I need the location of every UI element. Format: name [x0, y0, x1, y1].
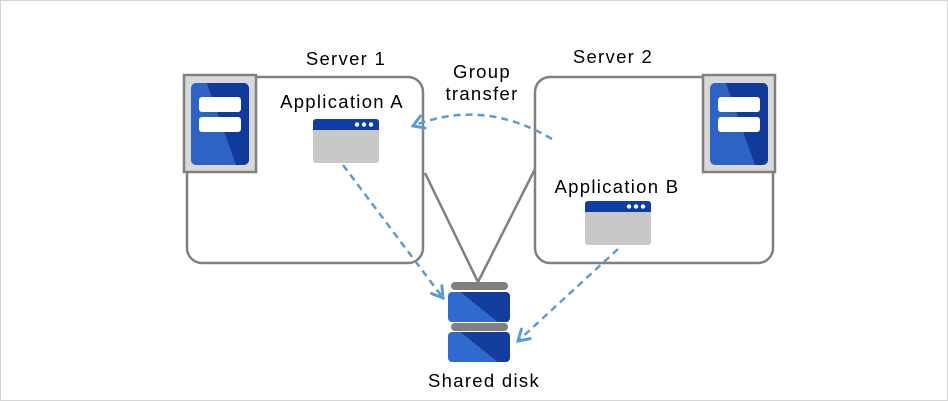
group-transfer-label-line1: Group: [453, 61, 511, 82]
server2-label: Server 2: [573, 46, 653, 67]
server2-group: Server 2 Application B: [533, 46, 777, 265]
window-dot: [633, 204, 639, 209]
group-transfer-arrow: [410, 113, 553, 141]
application-a-window-icon: [313, 119, 379, 163]
shared-disk-label: Shared disk: [428, 370, 540, 391]
application-b-label: Application B: [555, 176, 680, 197]
server1-group: Server 1 Application A: [182, 48, 425, 265]
disk-cap: [451, 282, 508, 290]
server-tower-slot: [199, 117, 241, 132]
server-tower-slot: [718, 97, 760, 112]
application-b-window-icon: [585, 201, 651, 245]
server2-tower-icon: [701, 73, 777, 174]
server1-tower-icon: [182, 73, 258, 174]
window-dot: [361, 122, 367, 127]
disk-unit: [448, 292, 510, 322]
server-tower-slot: [718, 117, 760, 132]
disk-unit: [448, 332, 510, 362]
server-tower-slot: [199, 97, 241, 112]
app-window-titlebar: [585, 201, 651, 212]
server-to-disk-connector: [423, 168, 537, 285]
window-dot: [640, 204, 646, 209]
group-transfer-label-line2: transfer: [445, 83, 518, 104]
application-a-label: Application A: [280, 91, 404, 112]
app-window-titlebar: [313, 119, 379, 130]
disk-cap: [451, 323, 508, 331]
application-b-to-disk-arrow: [515, 248, 619, 343]
window-dot: [368, 122, 374, 127]
window-dot: [354, 122, 360, 127]
window-dot: [626, 204, 632, 209]
server1-label: Server 1: [306, 48, 386, 69]
shared-disk-icon: [448, 282, 510, 362]
application-a-to-disk-arrow: [342, 164, 445, 301]
